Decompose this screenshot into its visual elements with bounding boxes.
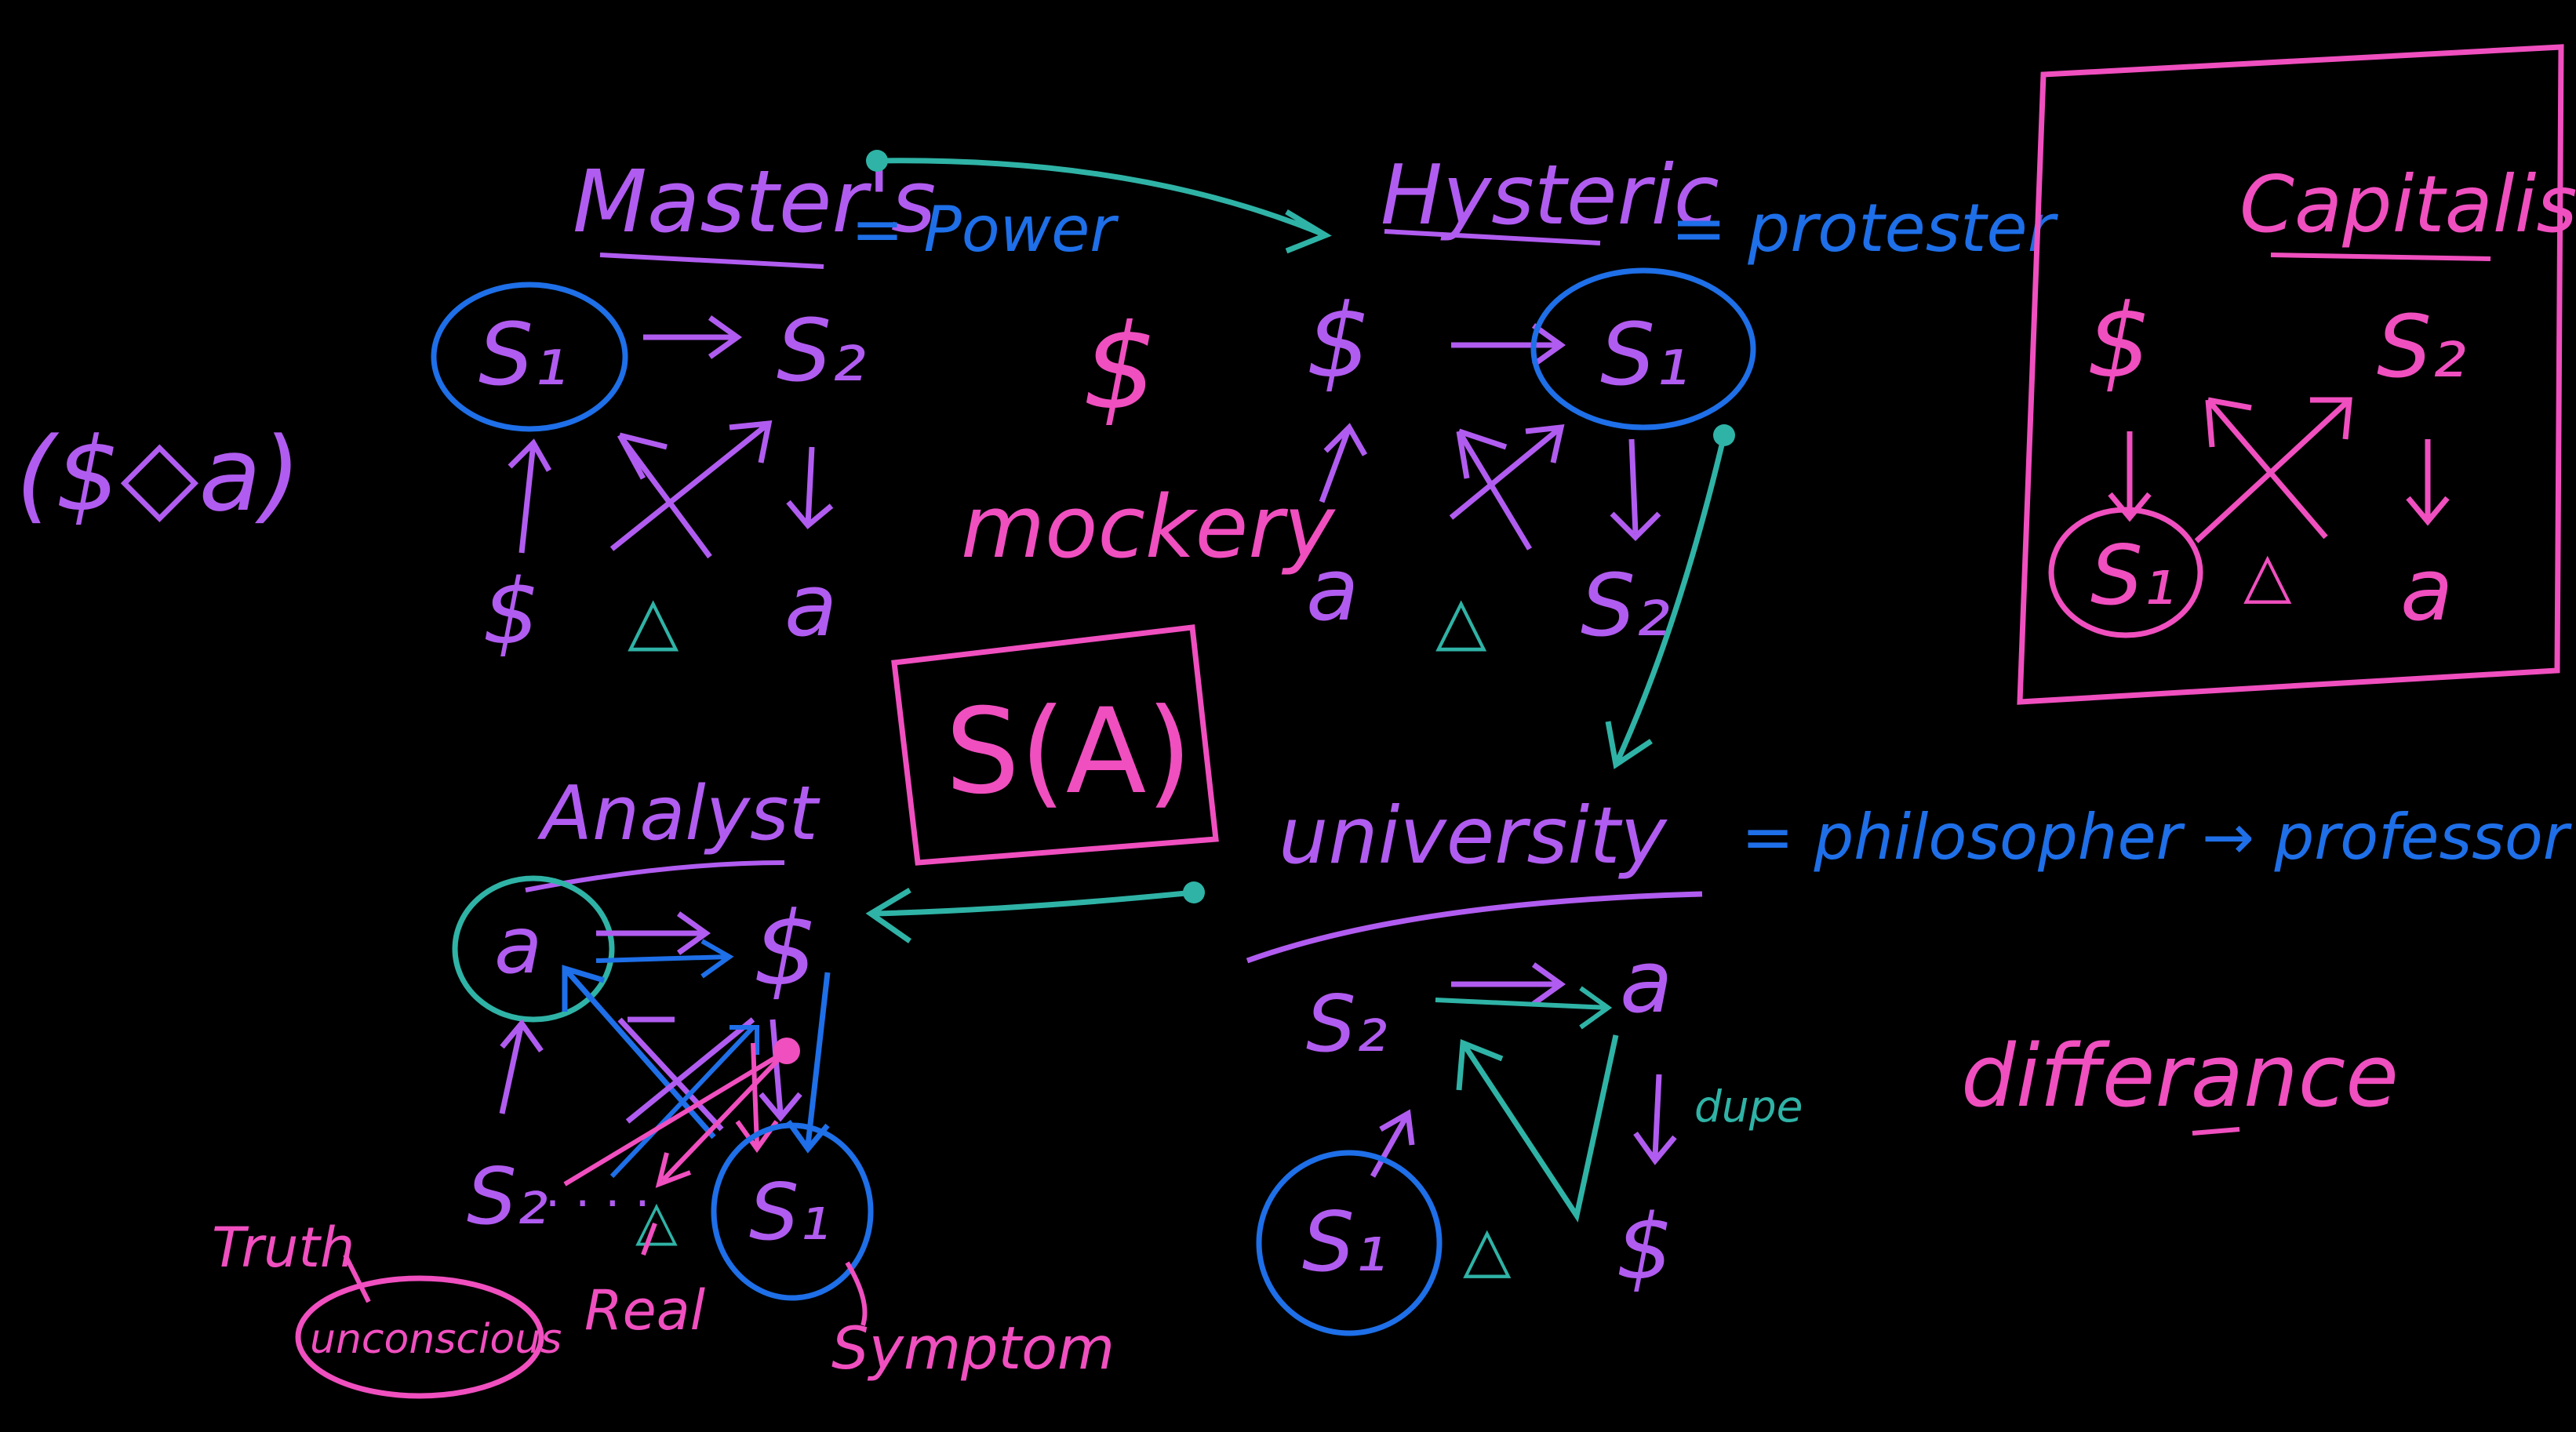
analyst-purple-down bbox=[759, 1019, 802, 1122]
hysteric-top-left: $ bbox=[1306, 282, 1371, 401]
capitalist-bottom-mid: △ bbox=[2243, 538, 2292, 611]
real-label: Real bbox=[584, 1278, 706, 1343]
masters-top-right: S₂ bbox=[777, 300, 866, 401]
symptom-label: Symptom bbox=[831, 1314, 1115, 1383]
hysteric-top-right: S₁ bbox=[1600, 304, 1690, 405]
masters-bottom-left: $ bbox=[482, 560, 540, 665]
capitalist-top-left: $ bbox=[2087, 282, 2152, 401]
analyst-bottom-mid: △ bbox=[635, 1188, 678, 1252]
masters-to-hysteric-arrow bbox=[866, 150, 1332, 254]
masters-top-arrow bbox=[643, 315, 743, 359]
capitalist-title: Capitalist bbox=[2239, 158, 2576, 250]
university-bottom-mid: △ bbox=[1463, 1212, 1512, 1285]
differance-label: differance bbox=[1961, 1026, 2399, 1126]
university-bottom-right: $ bbox=[1616, 1195, 1673, 1300]
masters-equals-power: = Power bbox=[851, 193, 1119, 266]
university-discourse: university = philosopher → professor S₂ … bbox=[1246, 790, 2573, 1336]
university-title: university bbox=[1279, 790, 1668, 881]
masters-left-up-arrow bbox=[508, 438, 552, 554]
university-dupe: dupe bbox=[1694, 1081, 1803, 1132]
hysteric-right-down-arrow bbox=[1610, 438, 1661, 541]
university-to-analyst-arrow bbox=[865, 881, 1205, 943]
hysteric-cross-2 bbox=[1449, 423, 1565, 520]
capitalist-cross-2 bbox=[2194, 397, 2352, 543]
hysteric-title: Hysteric bbox=[1381, 147, 1719, 243]
university-top-right: a bbox=[1620, 932, 1672, 1032]
analyst-blue-cross bbox=[609, 1025, 759, 1179]
analyst-left-up-arrow bbox=[499, 1019, 544, 1114]
masters-underline bbox=[599, 253, 824, 269]
masters-bottom-mid: △ bbox=[628, 582, 679, 660]
sa-box: S(A) bbox=[891, 624, 1219, 866]
capitalist-bottom-right: a bbox=[2400, 540, 2453, 640]
masters-top-left: S₁ bbox=[478, 304, 568, 405]
capitalist-s1-circle bbox=[2048, 507, 2203, 638]
hysteric-to-university-arrow bbox=[1605, 424, 1735, 769]
hysteric-bottom-right: S₂ bbox=[1581, 555, 1670, 656]
fantasy-formula: ($◇a) bbox=[16, 415, 301, 534]
center-barred-s: $ bbox=[1082, 300, 1157, 436]
analyst-purple-cross bbox=[617, 1016, 755, 1132]
university-teal-v bbox=[1456, 1034, 1619, 1223]
analyst-bottom-left: S₂ bbox=[467, 1150, 548, 1242]
hysteric-underline bbox=[1384, 229, 1601, 245]
analyst-a-circle bbox=[452, 875, 615, 1023]
analyst-dotted-line: · · · · bbox=[545, 1176, 650, 1231]
capitalist-right-down-arrow bbox=[2406, 439, 2450, 526]
hysteric-equals-protester: = protester bbox=[1671, 190, 2059, 267]
university-top-left: S₂ bbox=[1306, 978, 1388, 1070]
analyst-pink-arrow-2 bbox=[655, 1049, 789, 1188]
capitalist-left-down-arrow bbox=[2108, 431, 2152, 522]
hysteric-bottom-left: a bbox=[1306, 540, 1359, 640]
analyst-discourse: Analyst a $ S₂ · · · · △ S₁ Truth uncons… bbox=[212, 771, 1115, 1399]
analyst-top-right: $ bbox=[753, 889, 818, 1009]
analyst-pink-arrow-1 bbox=[563, 1049, 788, 1187]
masters-bottom-right: a bbox=[784, 555, 837, 656]
hysteric-top-arrow bbox=[1451, 323, 1566, 367]
analyst-top-arrow-blue bbox=[595, 939, 734, 979]
boxed-formula: S(A) bbox=[945, 684, 1192, 820]
analyst-bottom-right: S₁ bbox=[749, 1166, 831, 1258]
analyst-top-arrow-purple bbox=[596, 911, 711, 955]
symptom-pointer bbox=[845, 1261, 868, 1326]
real-pointer bbox=[641, 1222, 657, 1256]
capitalist-discourse: Capitalist $ S₂ S₁ △ a bbox=[2017, 44, 2576, 705]
university-bottom-left: S₁ bbox=[1302, 1194, 1388, 1290]
masters-s1-circle bbox=[431, 282, 628, 432]
hysteric-bottom-mid: △ bbox=[1435, 582, 1487, 660]
masters-right-down-arrow bbox=[786, 446, 834, 529]
masters-cross-2 bbox=[609, 420, 773, 551]
differance-underline bbox=[2192, 1127, 2240, 1136]
analyst-top-left: a bbox=[494, 900, 542, 991]
hysteric-s1-circle bbox=[1530, 267, 1756, 431]
analyst-s1-circle bbox=[711, 1122, 874, 1301]
unconscious-label: unconscious bbox=[310, 1316, 562, 1363]
capitalist-underline bbox=[2270, 253, 2491, 261]
university-right-down-arrow bbox=[1633, 1074, 1677, 1165]
university-top-arrow-purple bbox=[1451, 962, 1566, 1006]
capitalist-top-right: S₂ bbox=[2377, 296, 2466, 397]
masters-cross-1 bbox=[617, 432, 712, 559]
capitalist-bottom-left: S₁ bbox=[2090, 528, 2176, 623]
university-s1-circle bbox=[1256, 1150, 1443, 1336]
university-equals: = philosopher → professor bbox=[1741, 801, 2573, 874]
university-left-up-arrow bbox=[1370, 1109, 1415, 1178]
unconscious-ellipse bbox=[295, 1275, 544, 1399]
hysteric-cross-1 bbox=[1456, 428, 1533, 551]
truth-label: Truth bbox=[212, 1216, 355, 1280]
analyst-title: Analyst bbox=[537, 771, 821, 857]
university-top-arrow-teal bbox=[1435, 986, 1613, 1030]
capitalist-cross-1 bbox=[2205, 397, 2328, 540]
university-underline bbox=[1246, 891, 1703, 964]
hysteric-discourse: Hysteric = protester $ S₁ a △ S₂ bbox=[1306, 147, 2059, 660]
truth-pointer bbox=[343, 1253, 371, 1303]
mockery-label: mockery bbox=[961, 477, 1337, 577]
hysteric-left-up-arrow bbox=[1319, 423, 1368, 503]
capitalist-frame bbox=[2017, 44, 2564, 705]
